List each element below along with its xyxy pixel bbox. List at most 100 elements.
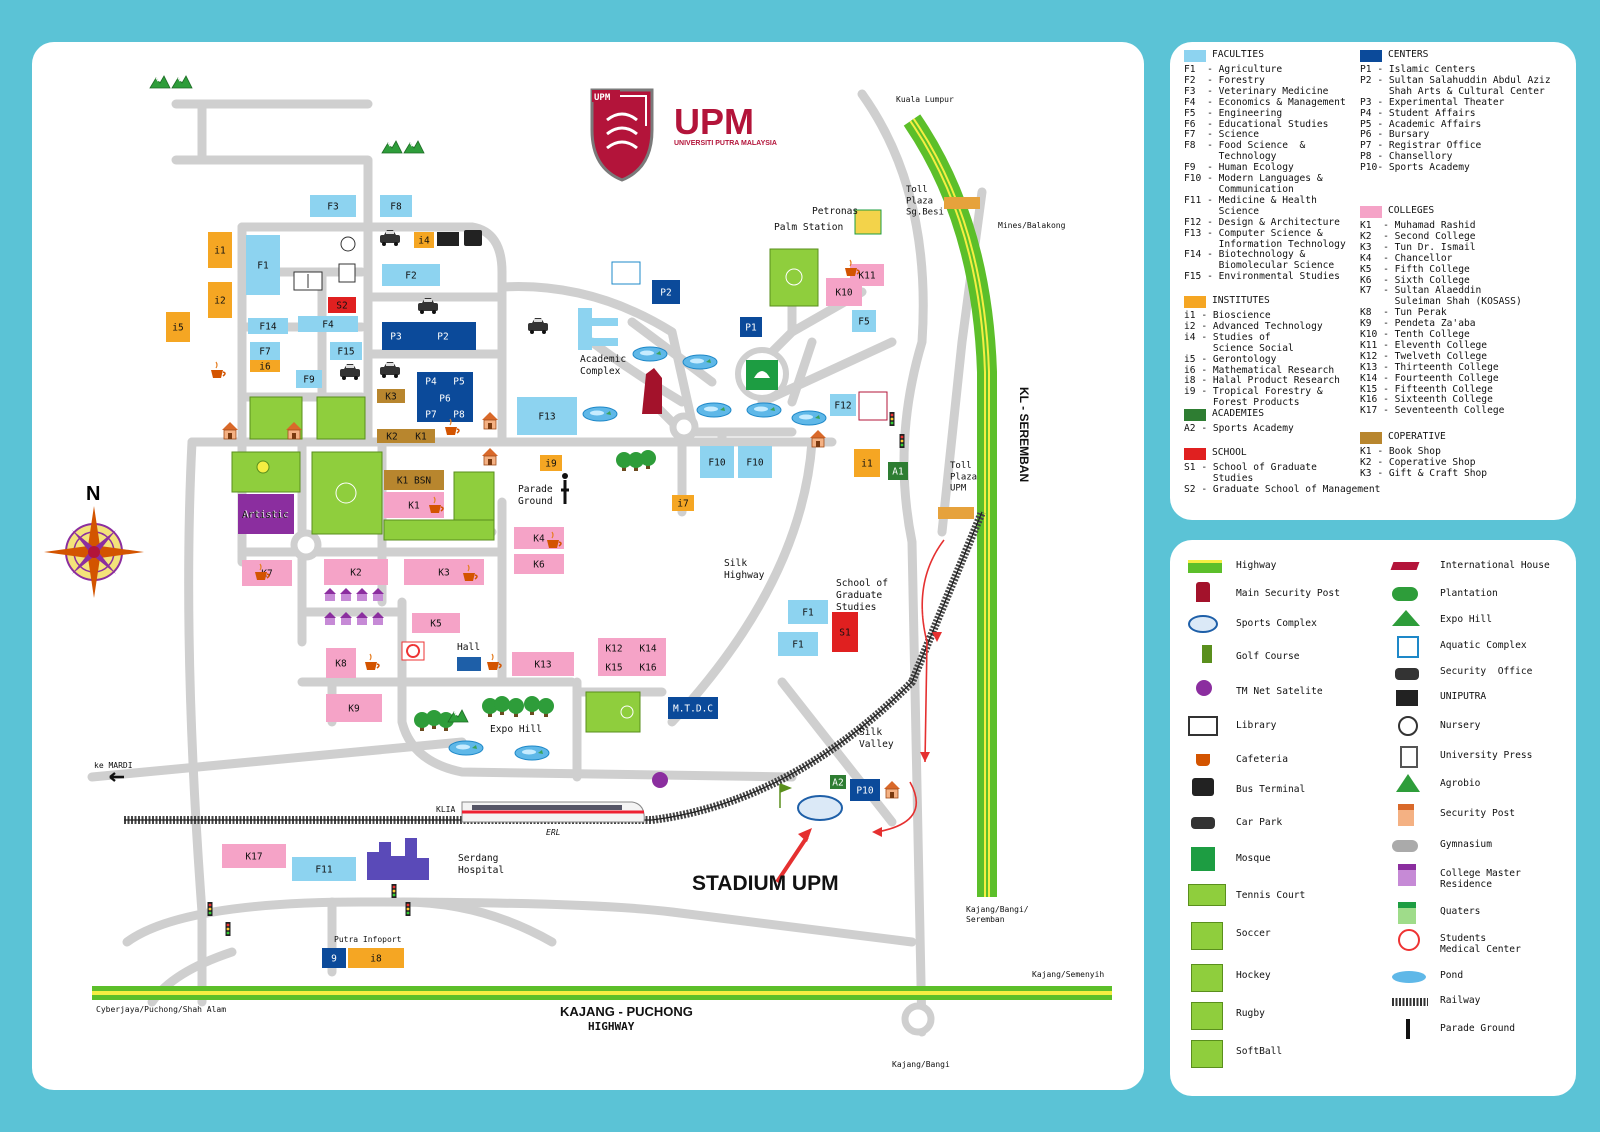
legend-college-master-residence-icon	[1392, 864, 1422, 886]
building-label: i9	[545, 459, 557, 470]
map-label: Artistic	[242, 510, 288, 521]
legend-security-office-icon	[1392, 662, 1422, 684]
building-label: F13	[538, 412, 555, 423]
building-label: F9	[303, 375, 315, 386]
building-6	[242, 560, 292, 586]
building-label: K16	[639, 663, 656, 674]
building-label: K14	[639, 644, 656, 655]
building-label: F1	[792, 640, 804, 651]
legend-item: i9 - Tropical Forestry & Forest Products	[1184, 386, 1323, 409]
building-label: K2	[350, 568, 361, 579]
legend-item: K15 - Fifteenth College	[1360, 383, 1493, 395]
building-17	[778, 632, 818, 656]
logo-badge: UPM	[594, 93, 611, 103]
legend-symbol-label: Highway	[1236, 560, 1277, 571]
building-1	[382, 264, 440, 286]
legend-item: A2 - Sports Academy	[1184, 423, 1294, 434]
building-16	[788, 600, 828, 624]
legend-nursery-icon	[1392, 716, 1422, 738]
legend-item: P3 - Experimental Theater	[1360, 96, 1505, 108]
legend-swatch-colleges	[1360, 206, 1382, 218]
building-4	[852, 310, 876, 332]
legend-uniputra-icon	[1392, 687, 1422, 709]
legend-item: F1 - Agriculture	[1184, 64, 1283, 75]
legend-symbol-label: Security Office	[1440, 666, 1533, 677]
map-label: Cyberjaya/Puchong/Shah Alam	[96, 1005, 226, 1014]
legend-international-house-icon	[1390, 556, 1422, 578]
building-1	[324, 559, 388, 585]
legend-parade-ground-icon	[1392, 1019, 1422, 1041]
building-label: i1	[861, 459, 873, 470]
legend-car-park-icon	[1188, 811, 1218, 833]
building-10	[668, 697, 718, 719]
building-label: K12	[605, 644, 622, 655]
legend-main-security-post-icon	[1188, 582, 1218, 604]
compass-rose: N	[44, 483, 144, 598]
building-1	[830, 775, 846, 789]
legend-soccer-icon	[1188, 922, 1223, 950]
map-label: Kuala Lumpur	[896, 95, 954, 104]
building-label: P5	[453, 377, 464, 388]
kajang-puchong-label: KAJANG - PUCHONG	[560, 1004, 693, 1019]
building-7	[380, 195, 412, 217]
legend-symbol-label: Expo Hill	[1440, 614, 1492, 625]
legend-item: P8 - Chansellory	[1360, 151, 1453, 163]
building-5	[417, 390, 473, 406]
legend-symbol-label: Main Security Post	[1236, 588, 1340, 599]
legend-item: K11 - Eleventh College	[1360, 339, 1488, 351]
building-12	[830, 394, 856, 416]
legend-item: P2 - Sultan Salahuddin Abdul Aziz Shah A…	[1360, 74, 1551, 97]
legend-item: F5 - Engineering	[1184, 107, 1283, 119]
legend-library-icon	[1188, 714, 1218, 736]
legend-swatch-centers	[1360, 50, 1382, 62]
legend-symbol-label: UNIPUTRA	[1440, 691, 1487, 702]
legend-agrobio-icon	[1392, 774, 1422, 796]
legend-pond-icon	[1392, 966, 1426, 988]
legend-tm-net-satelite-icon	[1188, 680, 1218, 702]
legend-item: F15 - Environmental Studies	[1184, 271, 1340, 283]
logo-text: UPM	[674, 101, 754, 142]
building-5	[514, 554, 564, 574]
building-14	[248, 318, 288, 334]
building-label: F10	[746, 458, 763, 469]
building-7	[326, 648, 356, 678]
legend-symbol-label: Soccer	[1236, 928, 1271, 939]
legend-item: F3 - Veterinary Medicine	[1184, 85, 1329, 97]
upm-logo: UPM UPM UNIVERSITI PUTRA MALAYSIA	[590, 88, 777, 182]
legend-symbol-label: Bus Terminal	[1236, 784, 1306, 795]
legend-item: K13 - Thirteenth College	[1360, 361, 1499, 373]
legend-expo-hill-icon	[1392, 610, 1422, 632]
legend-item: P5 - Academic Affairs	[1360, 118, 1482, 130]
map-icons	[109, 75, 980, 936]
legend-item: i8 - Halal Product Research	[1184, 375, 1340, 387]
building-3	[250, 360, 280, 372]
building-4	[445, 372, 473, 390]
legend-item: K9 - Pendeta Za'aba	[1360, 318, 1476, 330]
map-label: Mines/Balakong	[998, 221, 1066, 230]
legend-symbol-label: Nursery	[1440, 720, 1481, 731]
legend-university-press-icon	[1392, 746, 1422, 768]
building-label: i8	[370, 954, 382, 965]
legend-tennis-court-icon	[1188, 884, 1226, 906]
building-label: K9	[348, 704, 360, 715]
building-label: i2	[214, 296, 225, 307]
building-9	[322, 948, 346, 968]
map-canvas: UPM UPM UNIVERSITI PUTRA MALAYSIA F1F2F3…	[44, 75, 1112, 1069]
building-label: F7	[259, 347, 270, 358]
building-label: F1	[802, 608, 814, 619]
map-label: Kajang/Bangi	[892, 1060, 950, 1069]
building-label: K1	[408, 501, 420, 512]
legend-item: F14 - Biotechnology & Biomolecular Scien…	[1184, 249, 1335, 272]
building-label: M.T.D.C	[673, 704, 713, 715]
building-1	[410, 322, 476, 350]
legend-symbol-label: University Press	[1440, 750, 1533, 761]
legend-item: K1 - Book Shop	[1360, 446, 1441, 457]
legend-symbol-label: Plantation	[1440, 588, 1498, 599]
legend-item: P7 - Registrar Office	[1360, 140, 1482, 152]
building-6	[417, 406, 445, 422]
building-11	[598, 638, 630, 658]
legend-symbol-label: Gymnasium	[1440, 839, 1492, 850]
building-label: K17	[245, 852, 262, 863]
